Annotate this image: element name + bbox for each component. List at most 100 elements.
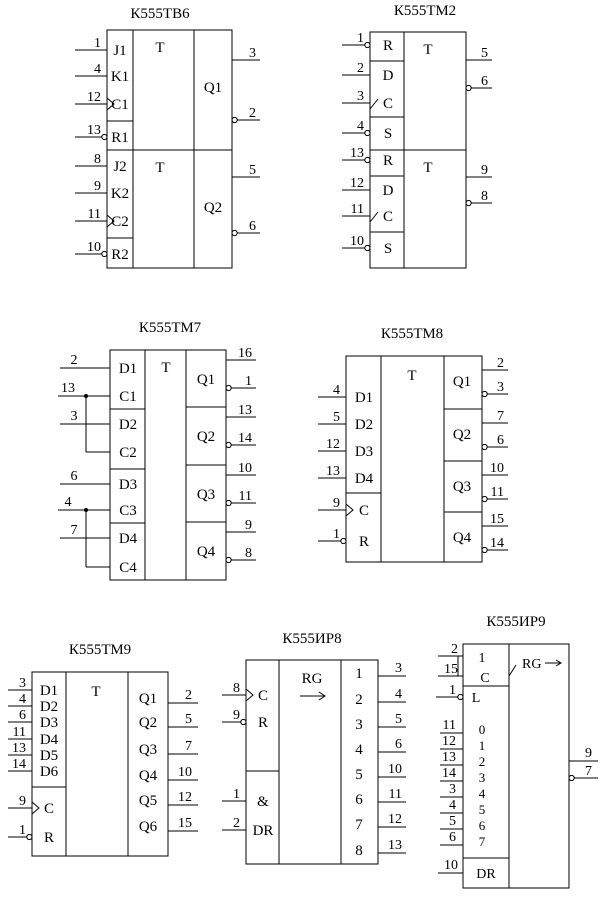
input-label: C (258, 688, 268, 704)
output-label: 1 (355, 666, 363, 682)
pin-number: 10 (444, 858, 458, 873)
input-label: D3 (40, 715, 58, 731)
pin-number: 7 (497, 409, 504, 424)
pin-number: 5 (333, 410, 340, 425)
input-label: K2 (111, 186, 129, 202)
chip-title: К555ИР8 (282, 631, 341, 647)
input-label: D1 (40, 683, 58, 699)
pin-number: 11 (389, 787, 402, 802)
chip-outline (245, 659, 379, 865)
inversion-bubble (481, 390, 488, 398)
pin-number: 8 (245, 546, 252, 561)
pin-number: 12 (350, 176, 364, 191)
inversion-bubble (240, 718, 247, 726)
inversion-bubble (231, 116, 238, 124)
output-label: Q3 (139, 742, 157, 758)
input-label: C1 (111, 97, 129, 113)
pin-number: 10 (178, 765, 192, 780)
input-label: D4 (355, 471, 374, 487)
pin-number: 11 (239, 489, 252, 504)
input-label: C2 (111, 214, 129, 230)
input-label: D2 (40, 699, 58, 715)
inversion-bubble (101, 133, 108, 141)
clock-triangle (106, 214, 115, 228)
output-label: Q6 (139, 819, 158, 835)
pin-number: 9 (94, 179, 101, 194)
input-label: C (383, 96, 393, 112)
pin-number: 9 (245, 518, 252, 533)
input-label: D1 (119, 361, 137, 377)
clock-triangle (31, 801, 40, 815)
clock-triangle (345, 503, 354, 517)
input-label: R2 (111, 247, 129, 263)
input-label: 2 (479, 754, 486, 769)
input-label: K1 (111, 69, 129, 85)
output-label: Q4 (453, 530, 472, 546)
pin-number: 7 (585, 764, 592, 779)
pin-number: 1 (233, 787, 240, 802)
pin-number: 2 (185, 688, 192, 703)
chip-title: К555ИР9 (486, 614, 545, 630)
pin-number: 3 (497, 380, 504, 395)
pin-number: 1 (94, 36, 101, 51)
pin-number: 6 (395, 737, 402, 752)
section-label: T (155, 160, 164, 176)
pin-number: 15 (444, 662, 458, 677)
pin-number: 9 (233, 708, 240, 723)
inversion-bubble (340, 537, 347, 545)
input-label: D6 (40, 764, 59, 780)
output-label: 7 (355, 817, 363, 833)
pin-number: 14 (442, 766, 456, 781)
pin-number: 13 (61, 381, 75, 396)
pin-number: 1 (245, 374, 252, 389)
inversion-bubble (231, 229, 238, 237)
inversion-bubble (101, 250, 108, 258)
input-label: C2 (119, 445, 137, 461)
pin-number: 11 (13, 725, 26, 740)
pin-number: 2 (249, 106, 256, 121)
pin-number: 12 (178, 790, 192, 805)
pin-number: 15 (178, 816, 192, 831)
output-label: Q3 (453, 479, 471, 495)
pin-number: 10 (87, 240, 101, 255)
input-label: R1 (111, 130, 129, 146)
pin-number: 10 (350, 234, 364, 249)
input-label: J2 (113, 159, 126, 175)
inversion-bubble (225, 441, 232, 449)
input-label: C (383, 209, 393, 225)
clock-slash (369, 211, 379, 223)
input-label: R (359, 534, 369, 550)
output-label: Q3 (197, 487, 215, 503)
pin-number: 13 (350, 146, 364, 161)
chip-label: RG (522, 657, 541, 672)
junction-dot (84, 508, 88, 512)
pin-number: 13 (12, 741, 26, 756)
pin-number: 5 (185, 712, 192, 727)
output-label: 6 (355, 792, 363, 808)
pin-number: 7 (71, 523, 78, 538)
chip-label: RG (302, 671, 323, 687)
pin-number: 6 (19, 708, 26, 723)
pin-number: 13 (442, 750, 456, 765)
output-label: Q2 (139, 715, 157, 731)
input-label: C4 (119, 560, 137, 576)
input-label: J1 (113, 43, 126, 59)
pin-number: 3 (357, 89, 364, 104)
pin-number: 6 (249, 219, 256, 234)
output-label: Q1 (453, 374, 471, 390)
output-label: Q2 (453, 427, 471, 443)
junction-dot (84, 394, 88, 398)
pin-number: 9 (481, 163, 488, 178)
pin-number: 4 (65, 495, 72, 510)
pin-number: 12 (388, 812, 402, 827)
pin-number: 12 (326, 437, 340, 452)
pin-number: 3 (395, 661, 402, 676)
clock-triangle (106, 97, 115, 111)
input-label: D (383, 183, 394, 199)
chip-k555tv6: К555ТВ6TJ11K14C112R113Q132TJ28K29C211R21… (75, 6, 260, 269)
chip-outline (345, 355, 483, 563)
input-label: C1 (119, 389, 137, 405)
